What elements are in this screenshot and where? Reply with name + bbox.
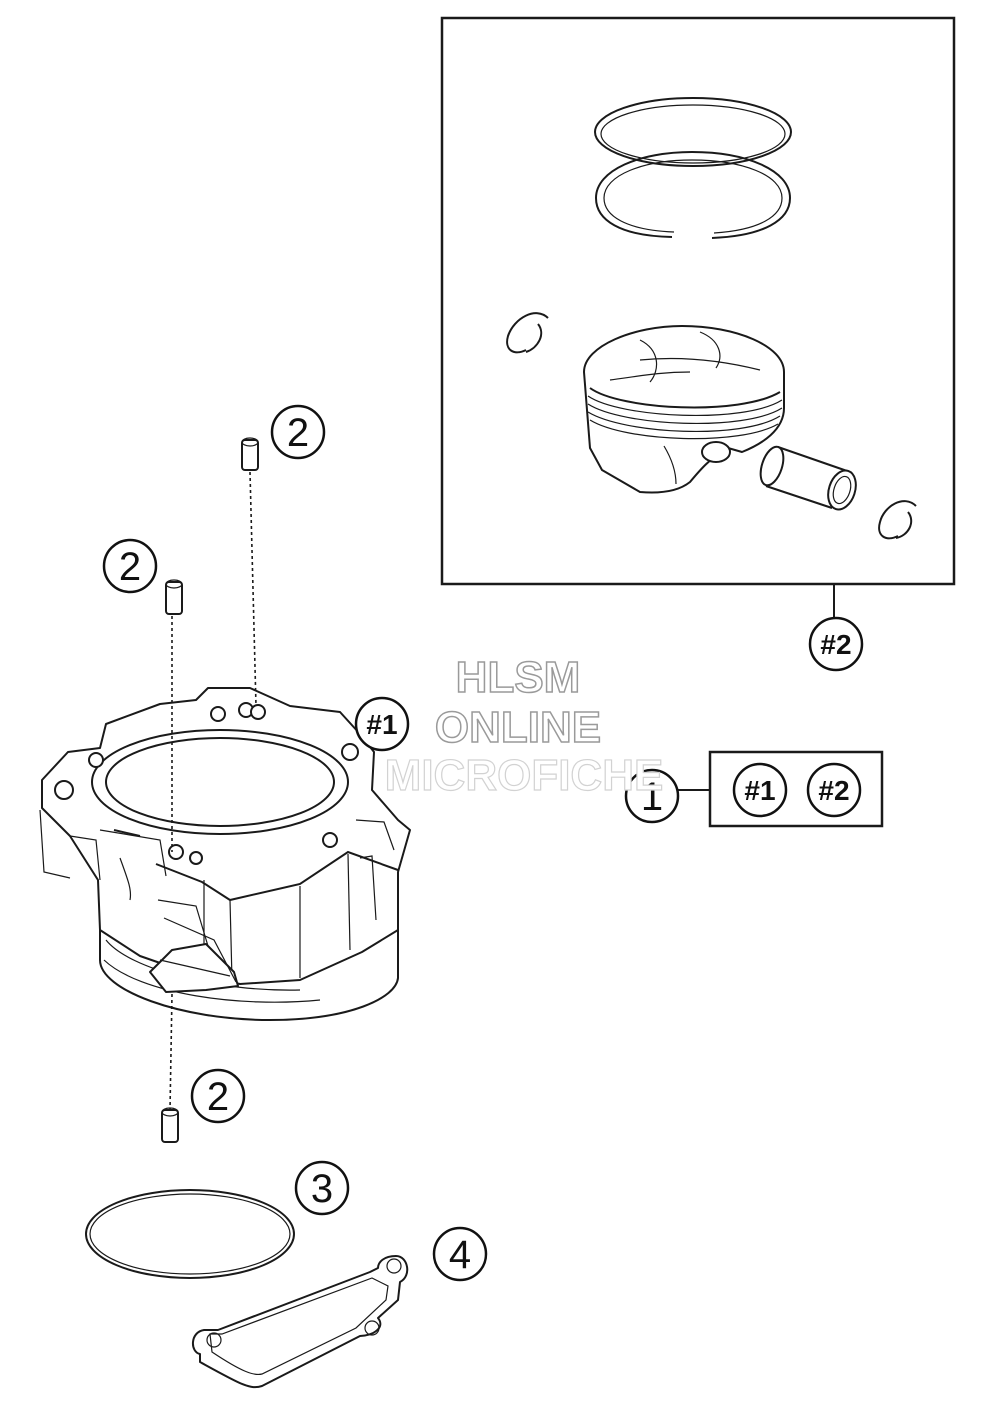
svg-text:2: 2 [119, 545, 141, 589]
piston-pin-clip-right [878, 500, 917, 540]
piston-ring-upper [594, 97, 792, 167]
piston-pin [759, 445, 857, 511]
callout-1: 1 [624, 768, 680, 824]
svg-text:ONLINE: ONLINE [435, 703, 601, 752]
piston-pin-clip-left [506, 312, 549, 354]
piston [583, 325, 785, 494]
ref-1-kit: #1 [732, 762, 788, 818]
dowel-pin-top-left [165, 579, 183, 852]
svg-text:1: 1 [641, 775, 663, 819]
ref-2-piston: #2 [808, 616, 864, 672]
dowel-pin-top-right [241, 437, 259, 707]
svg-text:2: 2 [287, 411, 309, 455]
callout-2-top-left: 2 [102, 538, 158, 594]
svg-text:MICROFICHE: MICROFICHE [385, 751, 664, 800]
callout-2-top-right: 2 [270, 404, 326, 460]
svg-text:3: 3 [311, 1167, 333, 1211]
svg-text:#1: #1 [744, 775, 775, 806]
svg-text:#2: #2 [820, 629, 851, 660]
ref-1-cylinder: #1 [354, 696, 410, 752]
svg-text:#2: #2 [818, 775, 849, 806]
callout-3: 3 [294, 1160, 350, 1216]
watermark: HLSM ONLINE MICROFICHE [384, 652, 664, 800]
cylinder-base-o-ring [85, 1189, 295, 1279]
svg-text:HLSM: HLSM [456, 653, 581, 702]
svg-text:4: 4 [449, 1233, 471, 1277]
cylinder-gasket [192, 1255, 409, 1389]
callout-4: 4 [432, 1226, 488, 1282]
ref-2-kit: #2 [806, 762, 862, 818]
callout-2-bottom: 2 [190, 1068, 246, 1124]
piston-ring-lower [595, 151, 791, 239]
cylinder [39, 687, 411, 1021]
svg-text:2: 2 [207, 1075, 229, 1119]
svg-text:#1: #1 [366, 709, 397, 740]
dowel-pin-bottom [161, 993, 179, 1143]
